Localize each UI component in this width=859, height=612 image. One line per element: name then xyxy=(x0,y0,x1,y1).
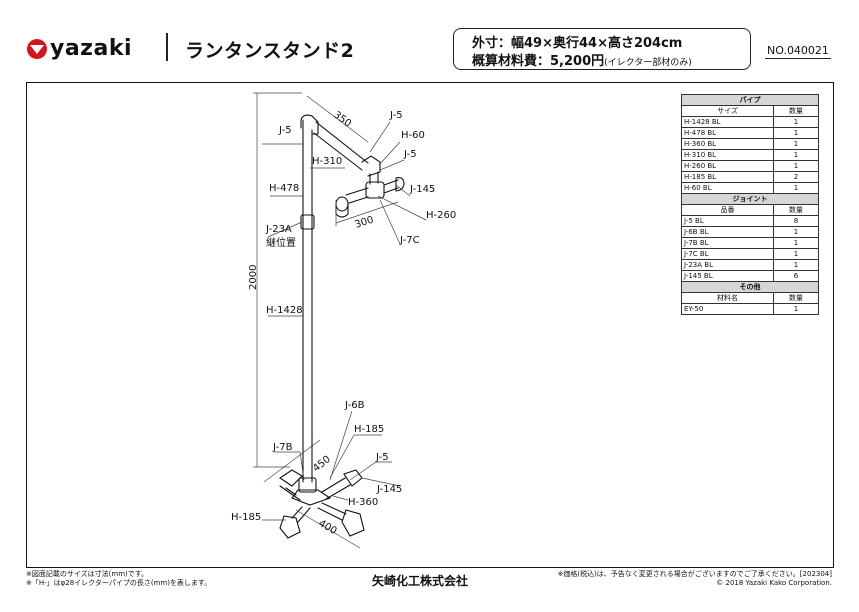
spec-box: 外寸：幅49×奥行44×高さ204cm 概算材料費：5,200円(イレクター部材… xyxy=(453,28,751,70)
hanger-end-cap-right xyxy=(395,177,405,192)
j23a-joint xyxy=(300,214,315,230)
label-h185-left: H-185 xyxy=(231,512,261,523)
base-arm-front-left xyxy=(291,506,303,519)
cost-label: 概算材料費：5,200円 xyxy=(472,54,605,69)
copyright: © 2018 Yazaki Kako Corporation. xyxy=(716,579,832,587)
cost-text: 概算材料費：5,200円(イレクター部材のみ) xyxy=(472,50,692,69)
base-arm-back-left xyxy=(279,485,301,501)
label-h260: H-260 xyxy=(426,210,456,221)
label-dim-350: 350 xyxy=(331,110,353,130)
base-foot-front-left xyxy=(279,515,301,539)
footer-note-pipe: ※「H-」はφ28イレクターパイプの長さ(mm)を表します。 xyxy=(26,579,212,587)
column-header-part-no: 品番 xyxy=(681,204,774,216)
section-title-joint: ジョイント xyxy=(681,193,819,205)
label-j145-bottom: J-145 xyxy=(376,484,402,495)
j6b-joint xyxy=(298,477,317,493)
product-title: ランタンスタンド2 xyxy=(185,40,355,62)
j7c-joint xyxy=(365,181,385,199)
label-j7c: J-7C xyxy=(399,235,420,246)
hanger-bar-left xyxy=(345,187,369,196)
footer-note-size: ※図面記載のサイズは寸法(mm)です。 xyxy=(26,570,149,578)
cost-note: (イレクター部材のみ) xyxy=(604,58,692,68)
label-dim-400: 400 xyxy=(317,518,339,537)
label-j5-top-right: J-5 xyxy=(389,110,403,121)
arm-lower-edge xyxy=(313,132,363,171)
document-number: NO.040021 xyxy=(765,44,831,59)
section-title-other: その他 xyxy=(681,281,819,293)
yazaki-logo-icon xyxy=(27,38,47,59)
section-title-pipe: パイプ xyxy=(681,94,819,106)
column-header-qty: 数量 xyxy=(773,204,819,216)
column-header-qty: 数量 xyxy=(773,105,819,117)
company-name: 矢崎化工株式会社 xyxy=(372,574,469,588)
label-j5-bottom: J-5 xyxy=(375,452,389,463)
price-disclaimer: ※価格(税込)は、予告なく変更される場合がございますのでご了承ください。[202… xyxy=(557,570,832,578)
j7b-joint xyxy=(291,489,332,506)
label-h310: H-310 xyxy=(312,156,342,167)
label-dim-300: 300 xyxy=(354,214,376,230)
dimension-lines xyxy=(253,92,427,549)
hanger-end-cap-left xyxy=(335,196,349,212)
label-dim-2000: 2000 xyxy=(248,265,259,290)
drawing-frame xyxy=(26,82,834,568)
dimension-line-300 xyxy=(335,201,399,224)
column-header-material: 材料名 xyxy=(681,292,774,304)
footer-legal: ※価格(税込)は、予告なく変更される場合がございますのでご了承ください。[202… xyxy=(557,570,832,588)
label-dim-450: 450 xyxy=(311,454,333,474)
yazaki-logo: yazaki xyxy=(26,36,132,61)
base-foot-back-left xyxy=(279,469,303,487)
base-foot-front-right xyxy=(341,509,365,537)
top-elbow xyxy=(300,114,319,135)
base-arm-back-right xyxy=(321,477,346,493)
brand-name: yazaki xyxy=(50,36,133,61)
label-h478: H-478 xyxy=(269,183,299,194)
column-header-qty: 数量 xyxy=(773,292,819,304)
far-joint xyxy=(361,155,381,177)
label-j5-right: J-5 xyxy=(403,149,417,160)
label-j23a-note: 継位置 xyxy=(266,236,296,249)
label-h360: H-360 xyxy=(348,497,378,508)
label-h60: H-60 xyxy=(401,130,425,141)
label-j5-top-left: J-5 xyxy=(278,125,292,136)
dimension-line-450 xyxy=(263,439,321,483)
dimension-line-400 xyxy=(295,509,361,549)
label-h1428: H-1428 xyxy=(266,305,303,316)
label-h185-top: H-185 xyxy=(354,424,384,435)
header-separator xyxy=(166,33,168,61)
column-header-size: サイズ xyxy=(681,105,774,117)
base-arm-front-right xyxy=(321,502,347,515)
label-j6b: J-6B xyxy=(344,400,365,411)
arm-upper-edge xyxy=(315,121,369,164)
dimensions-text: 外寸：幅49×奥行44×高さ204cm xyxy=(472,36,683,51)
dimension-line-350 xyxy=(306,95,369,143)
label-j23a: J-23A xyxy=(265,224,292,235)
footer-notes: ※図面記載のサイズは寸法(mm)です。 ※「H-」はφ28イレクターパイプの長さ… xyxy=(26,570,211,588)
label-j7b: J-7B xyxy=(272,442,293,453)
label-j145-top: J-145 xyxy=(409,184,435,195)
